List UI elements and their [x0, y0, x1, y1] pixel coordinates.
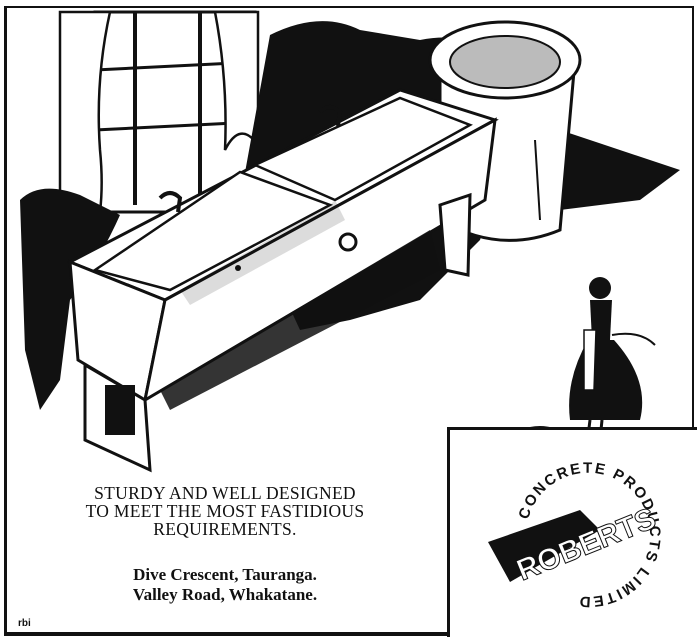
artist-mark: rbi	[18, 618, 31, 629]
tagline-line-1: STURDY AND WELL DESIGNED	[94, 483, 356, 503]
roberts-logo: CONCRETE PRODUCTS LIMITED ROBERTS	[488, 460, 661, 610]
double-laundry-tub	[66, 88, 499, 473]
address-tauranga: Dive Crescent, Tauranga.	[133, 565, 317, 584]
tagline: STURDY AND WELL DESIGNED TO MEET THE MOS…	[40, 484, 410, 538]
addresses: Dive Crescent, Tauranga. Valley Road, Wh…	[70, 565, 380, 605]
window	[58, 10, 260, 247]
plug-icon	[338, 232, 358, 252]
logo-panel: CONCRETE PRODUCTS LIMITED ROBERTS	[447, 427, 697, 637]
tagline-line-2: TO MEET THE MOST FASTIDIOUS	[85, 501, 365, 521]
ad-border	[4, 6, 694, 636]
left-shadow	[20, 188, 120, 410]
tagline-line-3: REQUIREMENTS.	[153, 519, 297, 539]
address-whakatane: Valley Road, Whakatane.	[132, 585, 318, 604]
